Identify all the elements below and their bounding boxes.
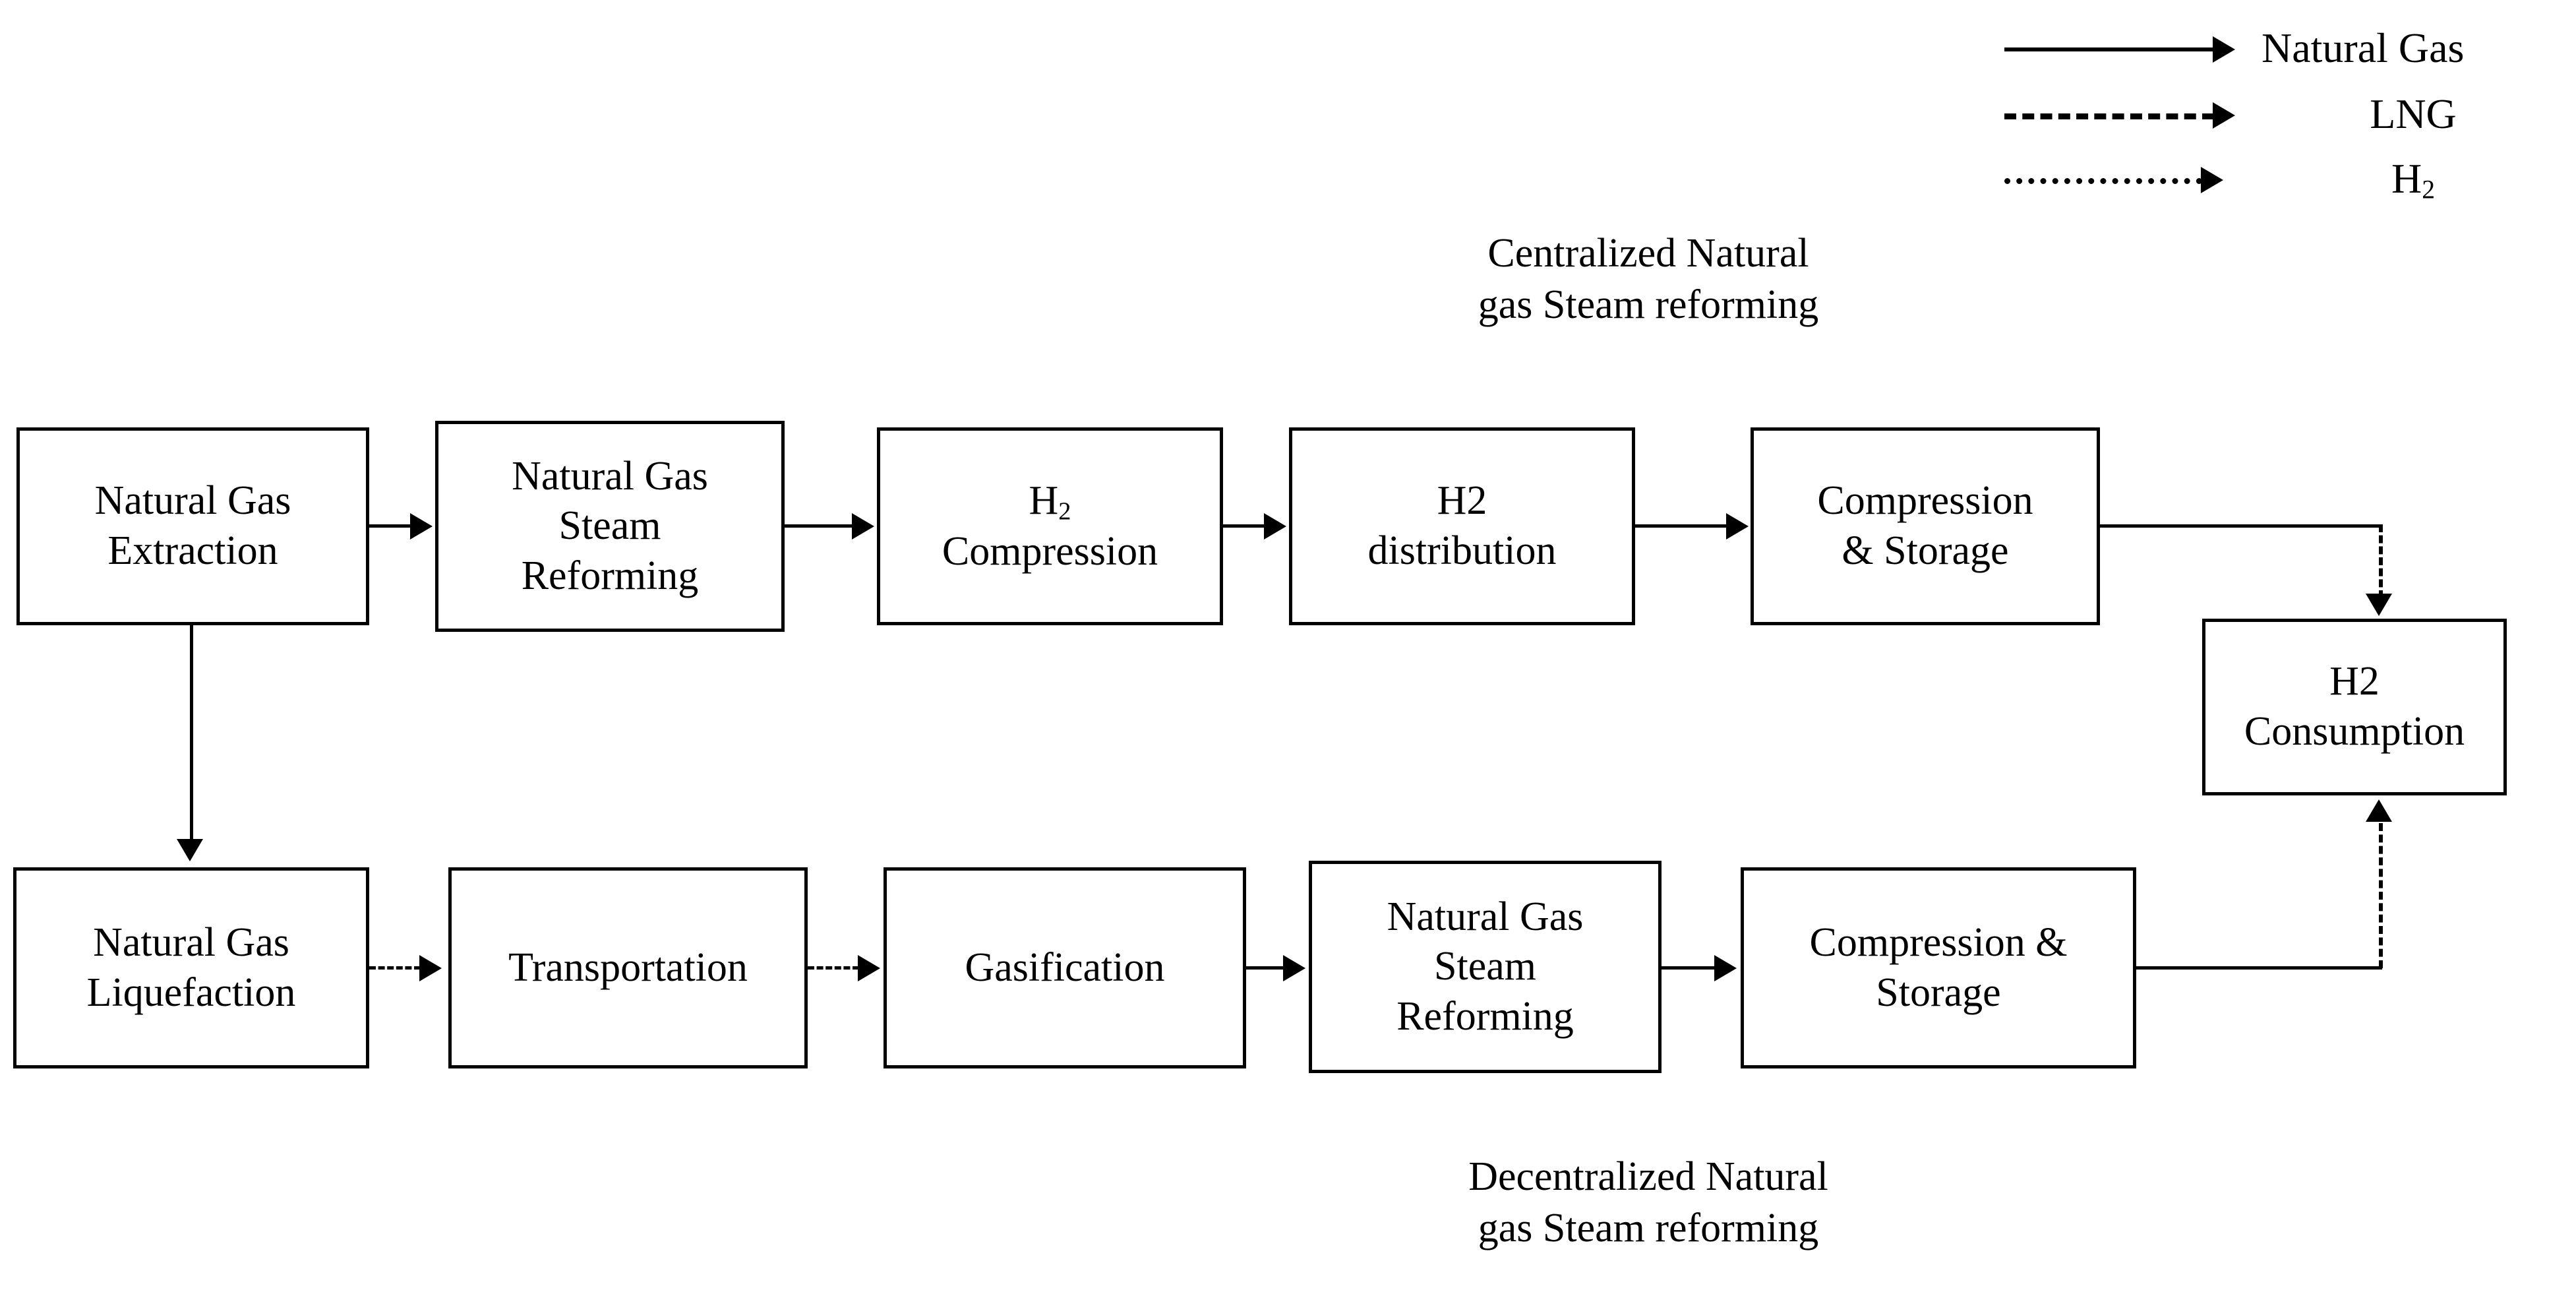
arrowhead-extraction-to-liquefaction	[177, 839, 203, 861]
node-label-compression-storage-2: Compression & Storage	[1809, 919, 2068, 1015]
caption-decentralized: Decentralized Natural gas Steam reformin…	[1468, 1154, 1828, 1251]
node-ng-steam-reforming[interactable]: Natural Gas Steam Reforming	[435, 421, 785, 632]
arrowhead-storage-to-consumption	[2366, 594, 2392, 616]
arrowhead-transportation-to-gasification	[858, 955, 880, 981]
flow-distribution-to-storage	[1635, 524, 1727, 528]
arrowhead-compression-to-distribution	[1264, 513, 1286, 540]
node-compression-storage-2[interactable]: Compression & Storage	[1741, 867, 2136, 1068]
arrowhead-reforming-to-compression	[852, 513, 874, 540]
arrowhead-reforming2-to-storage2	[1714, 955, 1737, 981]
flow-reforming-to-compression	[785, 524, 853, 528]
node-label-ng-steam-reforming: Natural Gas Steam Reforming	[512, 453, 708, 598]
node-label-ng-extraction: Natural Gas Extraction	[94, 478, 291, 573]
node-ng-liquefaction[interactable]: Natural Gas Liquefaction	[13, 867, 369, 1068]
node-h2-distribution[interactable]: H2 distribution	[1289, 427, 1635, 625]
flow-liquefaction-to-transportation	[369, 966, 421, 970]
legend-arrowhead-lng	[2213, 102, 2235, 129]
h2-compression-subscript: 2	[1058, 497, 1071, 525]
arrowhead-extraction-to-reforming	[410, 513, 433, 540]
node-label-compression-storage: Compression & Storage	[1817, 478, 2033, 573]
caption-centralized: Centralized Natural gas Steam reforming	[1478, 231, 1819, 328]
node-label-ng-liquefaction: Natural Gas Liquefaction	[86, 919, 296, 1015]
node-label-h2-distribution: H2 distribution	[1367, 478, 1557, 573]
arrowhead-distribution-to-storage	[1726, 513, 1749, 540]
node-label-ng-steam-reforming-2: Natural Gas Steam Reforming	[1387, 894, 1584, 1039]
node-ng-extraction[interactable]: Natural Gas Extraction	[16, 427, 369, 625]
legend-hydrogen-subscript: 2	[2422, 175, 2436, 204]
flow-storage2-to-consumption-horizontal	[2136, 966, 2382, 970]
node-gasification[interactable]: Gasification	[884, 867, 1246, 1068]
arrowhead-liquefaction-to-transportation	[419, 955, 442, 981]
legend-label-lng: LNG	[2370, 90, 2457, 137]
flow-storage2-to-consumption-vertical	[2379, 823, 2383, 968]
node-ng-steam-reforming-2[interactable]: Natural Gas Steam Reforming	[1309, 861, 1662, 1073]
h2-compression-tail: Compression	[942, 528, 1158, 574]
legend-arrowhead-natural-gas	[2213, 36, 2235, 63]
h2-compression-base: H	[1029, 478, 1059, 523]
arrowhead-storage2-to-consumption	[2366, 799, 2392, 822]
flow-reforming2-to-storage2	[1662, 966, 1716, 970]
flow-gasification-to-reforming2	[1246, 966, 1284, 970]
legend-hydrogen-base: H	[2391, 155, 2422, 202]
arrowhead-gasification-to-reforming2	[1283, 955, 1305, 981]
legend-line-hydrogen	[2004, 178, 2202, 184]
legend-line-lng	[2004, 113, 2214, 119]
node-transportation[interactable]: Transportation	[448, 867, 808, 1068]
node-compression-storage[interactable]: Compression & Storage	[1751, 427, 2100, 625]
node-label-transportation: Transportation	[508, 944, 748, 990]
flow-transportation-to-gasification	[808, 966, 859, 970]
legend-label-hydrogen: H2	[2261, 154, 2565, 205]
node-h2-consumption[interactable]: H2 Consumption	[2202, 619, 2507, 795]
flow-storage-to-consumption-horizontal	[2100, 524, 2382, 528]
flow-compression-to-distribution	[1223, 524, 1265, 528]
node-label-h2-consumption: H2 Consumption	[2244, 659, 2465, 754]
flow-storage-to-consumption-vertical	[2379, 524, 2383, 598]
node-label-gasification: Gasification	[965, 944, 1165, 990]
legend-label-natural-gas: Natural Gas	[2261, 24, 2465, 71]
legend-arrowhead-hydrogen	[2201, 167, 2223, 193]
flow-extraction-to-reforming	[369, 524, 411, 528]
flow-extraction-to-liquefaction	[190, 624, 193, 842]
legend-line-natural-gas	[2004, 47, 2214, 51]
